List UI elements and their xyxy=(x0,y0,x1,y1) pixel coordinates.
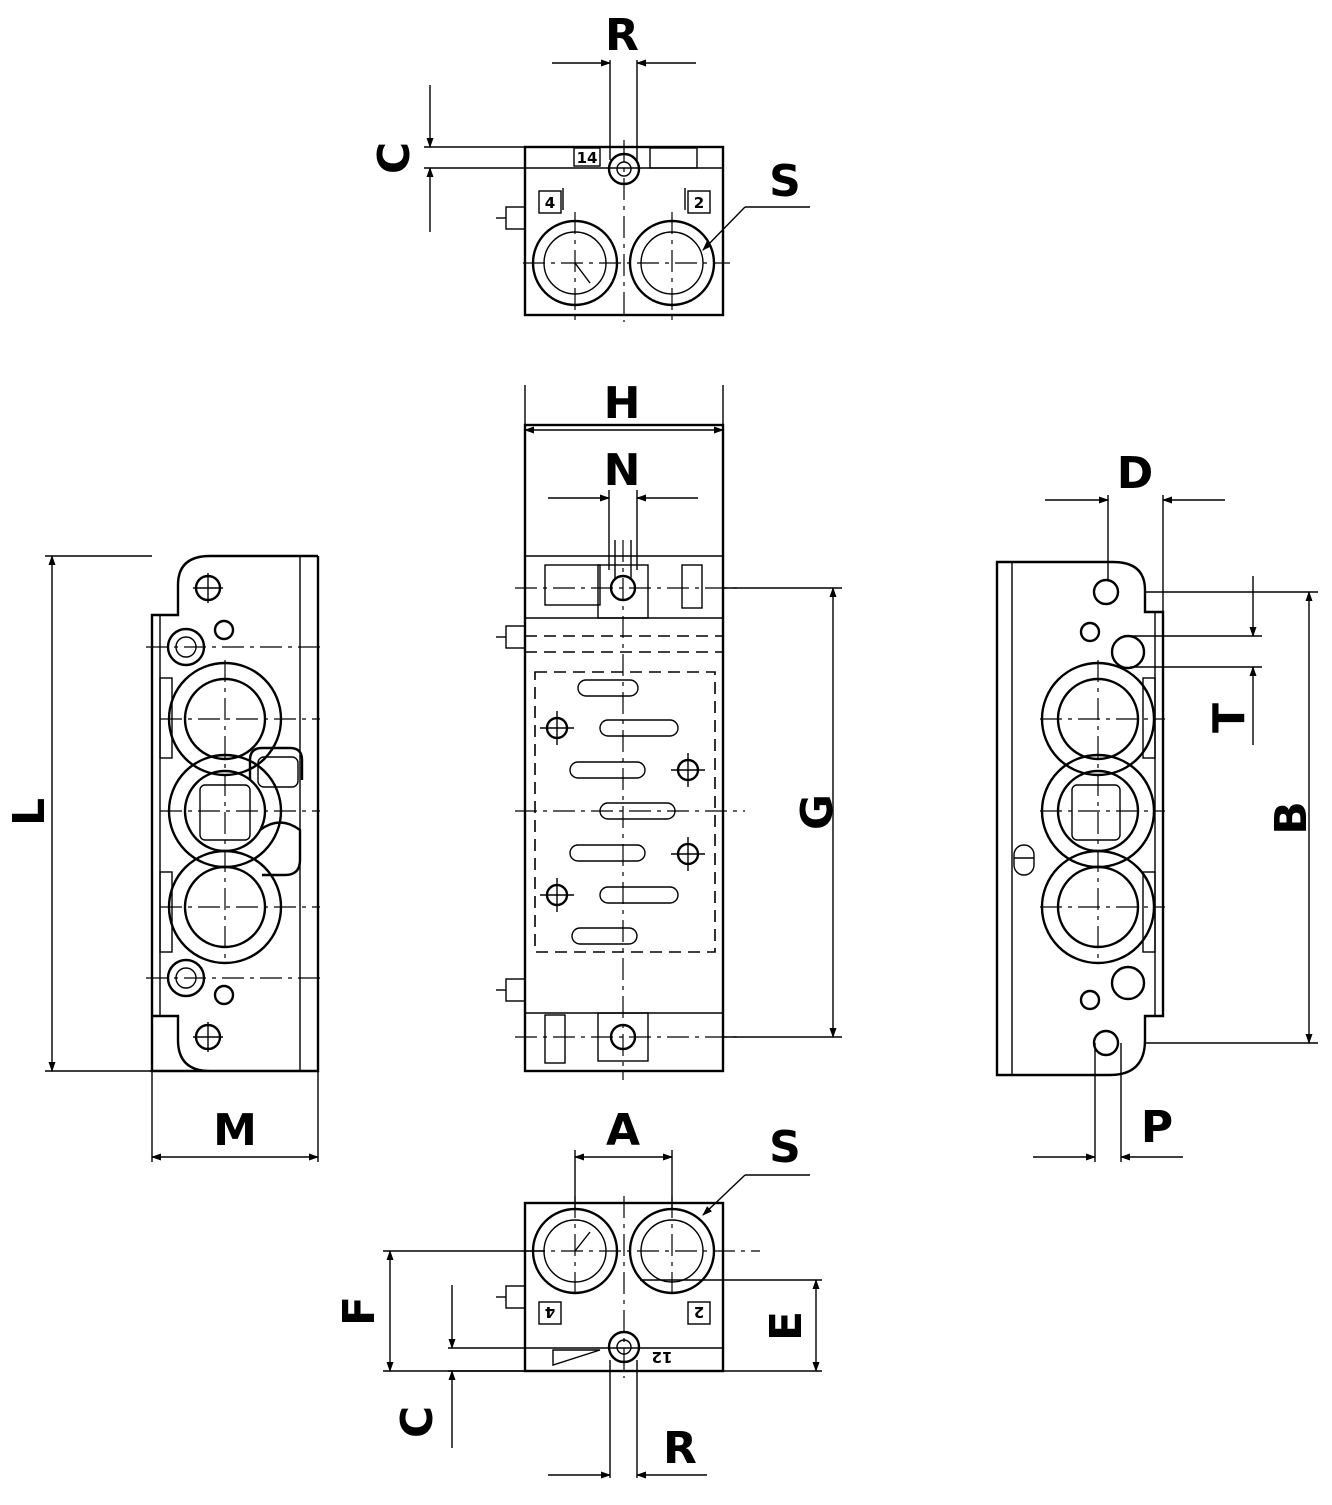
dim-label-n: N xyxy=(604,445,641,496)
port-label-2: 2 xyxy=(694,194,704,212)
dim-label-m: M xyxy=(213,1105,257,1156)
dim-label-c-bottom: C xyxy=(392,1406,443,1438)
right-view: D B T P xyxy=(995,448,1318,1162)
dim-label-g: G xyxy=(792,794,843,830)
top-view: 14 4 2 R C S xyxy=(369,10,810,322)
port-label-4-bottom: 4 xyxy=(545,1303,555,1321)
port-label-12-bottom: 12 xyxy=(652,1348,673,1366)
left-view: L M xyxy=(4,554,320,1162)
dim-label-e: E xyxy=(761,1311,812,1341)
dim-label-p: P xyxy=(1141,1102,1173,1153)
dim-label-c-top: C xyxy=(369,142,420,174)
dim-label-r-bottom: R xyxy=(663,1423,697,1474)
dim-label-d: D xyxy=(1117,448,1154,499)
port-label-2-bottom: 2 xyxy=(694,1303,704,1321)
dim-label-s-bottom: S xyxy=(769,1122,801,1173)
dim-label-b: B xyxy=(1266,801,1317,835)
bottom-view: 4 2 12 A S F E xyxy=(334,1105,822,1479)
front-view: H N G xyxy=(496,378,843,1080)
dim-label-f: F xyxy=(334,1296,385,1326)
dim-label-a: A xyxy=(606,1105,640,1156)
port-label-14: 14 xyxy=(577,149,598,167)
dim-label-h: H xyxy=(604,378,641,429)
dim-label-s-top: S xyxy=(769,156,801,207)
dim-label-r-top: R xyxy=(605,10,639,61)
dim-label-l: L xyxy=(4,798,55,826)
dim-label-t: T xyxy=(1204,703,1255,733)
port-label-4: 4 xyxy=(545,194,555,212)
